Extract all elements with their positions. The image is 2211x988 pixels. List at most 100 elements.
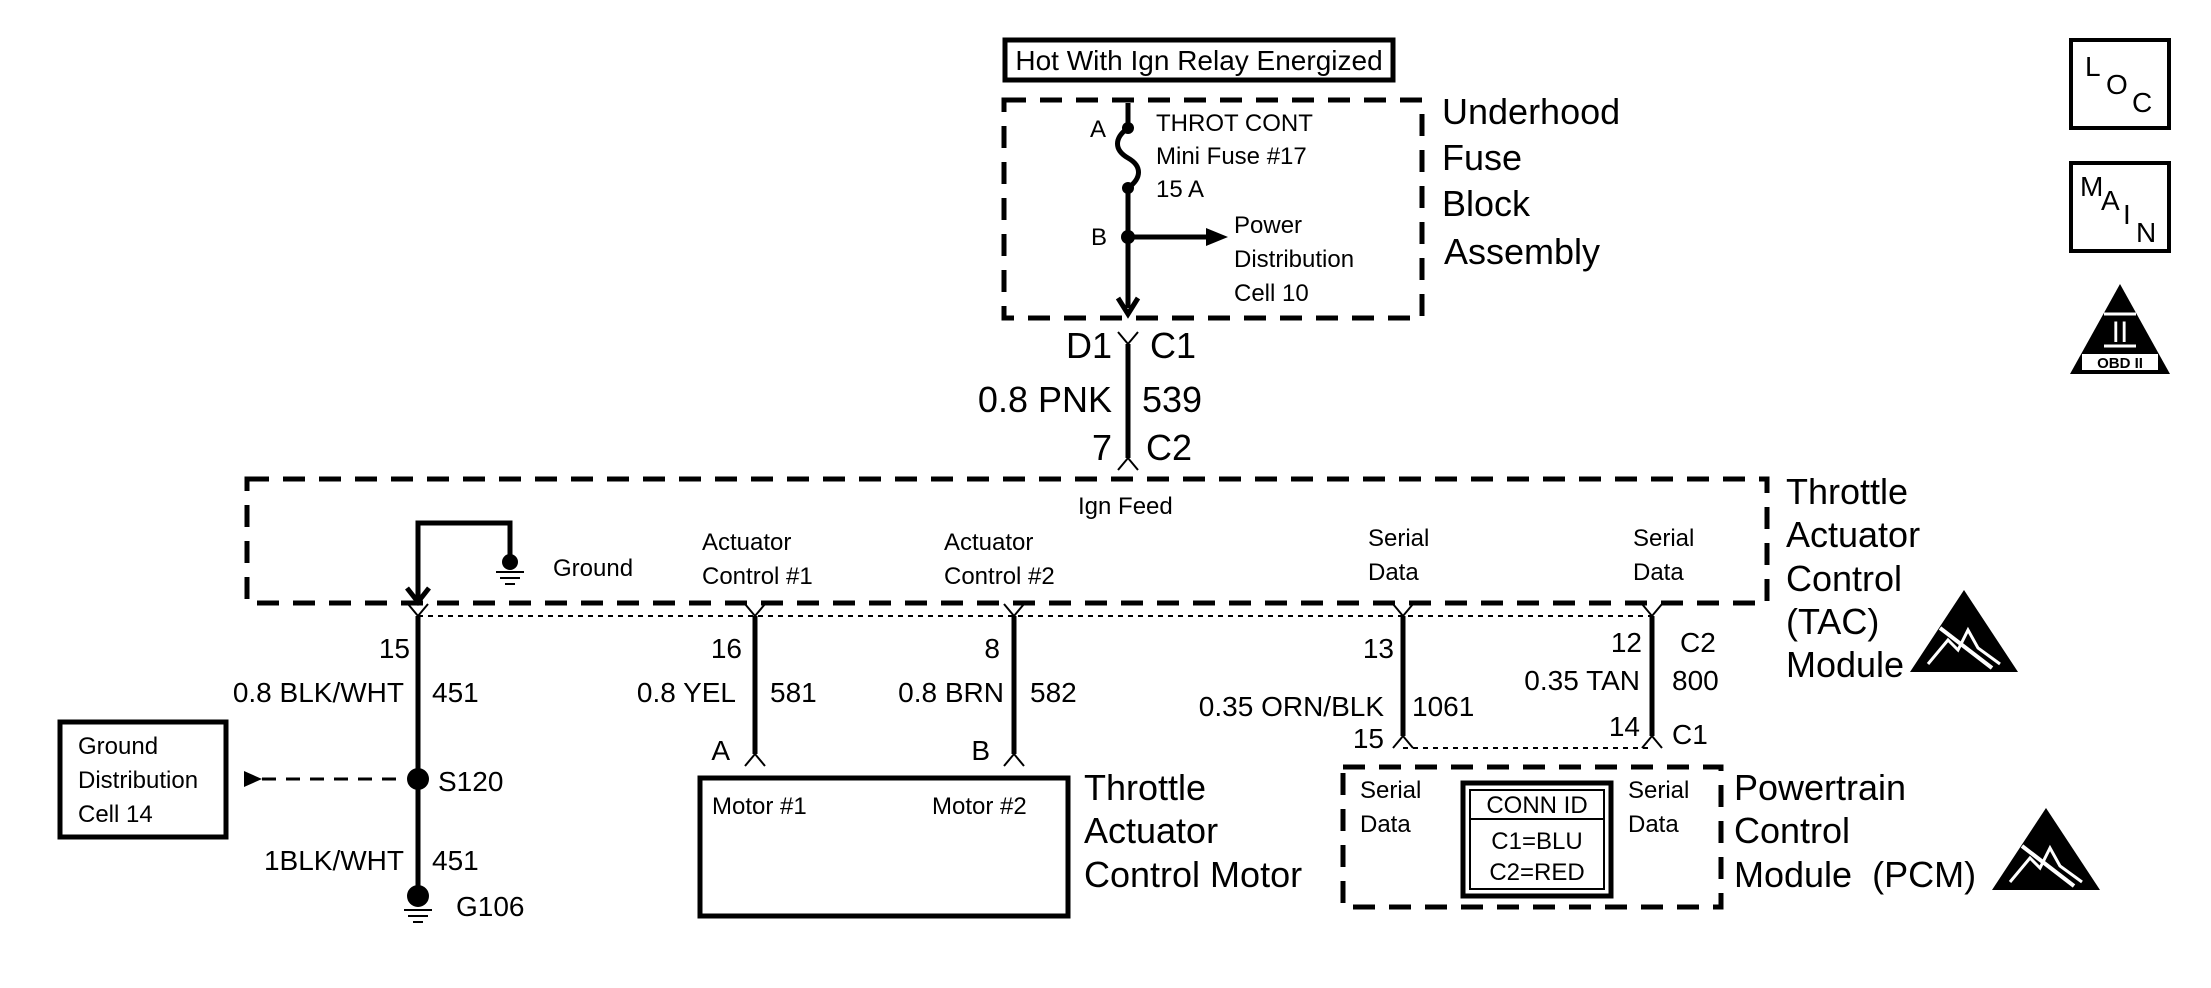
feed-c1-pin: D1 [1066, 325, 1112, 366]
ground-dist-line-2: Distribution [78, 767, 198, 794]
conn-id-line-1: C1=BLU [1491, 828, 1582, 855]
tac-act1-line-2: Control #1 [702, 563, 813, 590]
feed-wire-color: 0.8 PNK [978, 379, 1112, 420]
serial2-wire-color: 0.35 TAN [1524, 665, 1640, 696]
pcm-title: Powertrain Control Module (PCM) [1734, 767, 1976, 895]
conn-id-line-2: C2=RED [1489, 859, 1584, 886]
fuse-pin-a: A [1090, 116, 1106, 143]
feed-arrow-icon [1115, 296, 1141, 319]
fuse-label-line-1: THROT CONT [1156, 110, 1313, 137]
motor-title-line-1: Throttle [1084, 767, 1206, 808]
motor2-label: Motor #2 [932, 793, 1027, 820]
act1-pin: 16 [711, 633, 742, 664]
serial1-pin-bottom: 15 [1353, 723, 1384, 754]
pcm-box [1340, 764, 1724, 910]
ground-dist-arrow-icon [244, 771, 262, 787]
tac-ground-symbol-icon [496, 571, 524, 585]
tac-title-line-4: (TAC) [1786, 601, 1879, 642]
serial2-pin-top: 12 [1611, 627, 1642, 658]
conn-id-title: CONN ID [1486, 792, 1587, 819]
pcm-serial-right-line-2: Data [1628, 811, 1679, 838]
relay-note-box [1002, 37, 1396, 83]
motor-title-line-3: Control Motor [1084, 854, 1302, 895]
tac-serial2-line-1: Serial [1633, 525, 1694, 552]
motor1-label: Motor #1 [712, 793, 807, 820]
feed-c1-conn: C1 [1150, 325, 1196, 366]
main-icon-letter-n: N [2136, 217, 2156, 248]
loc-icon-letter-c: C [2132, 87, 2152, 118]
fuse-pin-b: B [1091, 224, 1107, 251]
pcm-title-line-3: Module (PCM) [1734, 854, 1976, 895]
tac-title-line-2: Actuator [1786, 514, 1920, 555]
act1-wire-color: 0.8 YEL [637, 677, 736, 708]
c1-connector-icon [1117, 331, 1139, 346]
pcm-title-line-2: Control [1734, 810, 1850, 851]
serial1-top-connector-icon [1392, 603, 1414, 618]
tac-ign-feed: Ign Feed [1078, 493, 1173, 520]
power-dist-line-3: Cell 10 [1234, 280, 1309, 307]
tac-title-line-5: Module [1786, 644, 1904, 685]
pcm-esd-warning-icon [1992, 808, 2100, 890]
motor-box [697, 775, 1071, 919]
motor-title-line-2: Actuator [1084, 810, 1218, 851]
fuse-block-title-line-2: Fuse [1442, 137, 1522, 178]
ground-g106: G106 [456, 891, 525, 922]
feed-c2-conn: C2 [1146, 427, 1192, 468]
serial2-top-connector-icon [1641, 603, 1663, 618]
conn-id-box-inner [1469, 789, 1605, 890]
obd-ii-label: OBD II [2097, 355, 2143, 372]
pcm-serial-left-line-2: Data [1360, 811, 1411, 838]
serial2-bottom-connector-icon [1641, 734, 1663, 749]
c2-connector-icon [1117, 456, 1139, 471]
act1-circuit: 581 [770, 677, 817, 708]
loc-icon-letter-o: O [2106, 69, 2128, 100]
power-dist-line-1: Power [1234, 212, 1302, 239]
act1-pin-connector-icon [744, 603, 766, 618]
tac-module-title: Throttle Actuator Control (TAC) Module [1786, 471, 1920, 685]
serial1-wire-color: 0.35 ORN/BLK [1199, 691, 1385, 722]
act2-pin-connector-icon [1003, 603, 1025, 618]
act2-wire-color: 0.8 BRN [898, 677, 1004, 708]
fuse-label-line-2: Mini Fuse #17 [1156, 143, 1307, 170]
ground-g106-symbol-icon [404, 909, 432, 923]
act2-circuit: 582 [1030, 677, 1077, 708]
feed-circuit: 539 [1142, 379, 1202, 420]
power-dist-arrow-icon [1206, 228, 1228, 246]
conn-id-box-outer [1460, 780, 1614, 899]
fuse-block-title: Underhood Fuse Block Assembly [1442, 91, 1620, 272]
tac-c2-conn: C2 [1680, 627, 1716, 658]
splice-s120-dot [407, 768, 429, 790]
act1-motor-connector-icon [744, 752, 766, 767]
fuse-label-line-3: 15 A [1156, 176, 1204, 203]
tac-ground-label: Ground [553, 555, 633, 582]
tac-act2-line-1: Actuator [944, 529, 1033, 556]
ground-circuit: 451 [432, 677, 479, 708]
ground-wire-color: 0.8 BLK/WHT [233, 677, 404, 708]
motor-title: Throttle Actuator Control Motor [1084, 767, 1302, 895]
serial2-circuit: 800 [1672, 665, 1719, 696]
act2-pin: 8 [984, 633, 1000, 664]
fuse-block-title-line-4: Assembly [1444, 231, 1600, 272]
power-dist-line-2: Distribution [1234, 246, 1354, 273]
serial2-pin-bottom: 14 [1609, 711, 1640, 742]
fuse-block-title-line-3: Block [1442, 183, 1531, 224]
tac-serial2-line-2: Data [1633, 559, 1684, 586]
serial1-circuit: 1061 [1412, 691, 1474, 722]
obd-ii-icon: II OBD II [2070, 284, 2170, 374]
act1-motor-pin: A [711, 735, 730, 766]
tac-module-box [244, 476, 1770, 606]
tac-title-line-1: Throttle [1786, 471, 1908, 512]
ground-dist-line-1: Ground [78, 733, 158, 760]
ground-dist-line-3: Cell 14 [78, 801, 153, 828]
tac-serial1-line-2: Data [1368, 559, 1419, 586]
tac-title-line-3: Control [1786, 558, 1902, 599]
ground-g106-dot [407, 885, 429, 907]
loc-icon: L O C [2069, 38, 2171, 130]
serial1-pin-top: 13 [1363, 633, 1394, 664]
act2-motor-connector-icon [1003, 752, 1025, 767]
fuse-block-title-line-1: Underhood [1442, 91, 1620, 132]
tac-serial1-line-1: Serial [1368, 525, 1429, 552]
tac-ground-dot [502, 554, 518, 570]
serial1-bottom-connector-icon [1392, 734, 1414, 749]
